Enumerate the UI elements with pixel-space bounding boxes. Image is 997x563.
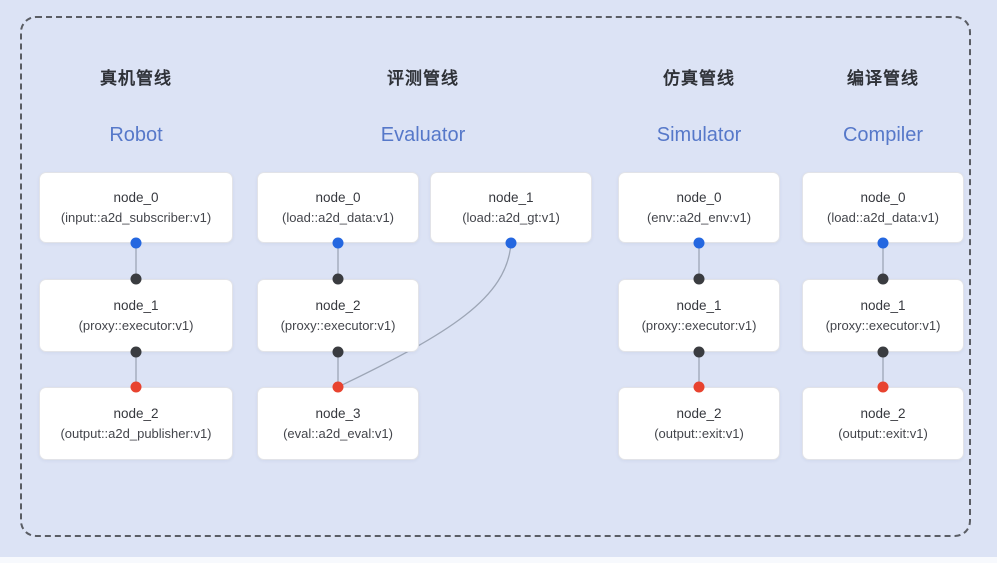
pipeline-evaluator-title-en: Evaluator bbox=[380, 124, 466, 146]
node-label: node_1 bbox=[488, 190, 534, 206]
node-sublabel: (load::a2d_data:v1) bbox=[281, 209, 395, 225]
node-sublabel: (proxy::executor:v1) bbox=[280, 317, 396, 333]
node-label: node_2 bbox=[676, 406, 722, 422]
node-label: node_2 bbox=[860, 406, 906, 422]
pipeline-compiler-title-en: Compiler bbox=[842, 124, 924, 146]
node-box-simulator-node_1: node_1(proxy::executor:v1) bbox=[618, 279, 780, 352]
node-sublabel: (input::a2d_subscriber:v1) bbox=[60, 209, 212, 225]
node-sublabel: (output::exit:v1) bbox=[838, 425, 928, 441]
node-sublabel: (proxy::executor:v1) bbox=[641, 317, 757, 333]
node-sublabel: (eval::a2d_eval:v1) bbox=[283, 425, 393, 441]
node-label: node_3 bbox=[315, 406, 361, 422]
node-box-robot-node_0: node_0(input::a2d_subscriber:v1) bbox=[39, 172, 233, 243]
node-box-evaluator-node_0: node_0(load::a2d_data:v1) bbox=[257, 172, 419, 243]
node-label: node_2 bbox=[315, 298, 361, 314]
node-label: node_0 bbox=[860, 190, 906, 206]
node-label: node_0 bbox=[113, 190, 159, 206]
node-box-evaluator-node_3: node_3(eval::a2d_eval:v1) bbox=[257, 387, 419, 460]
pipeline-evaluator-title-cn: 评测管线 bbox=[387, 69, 459, 88]
node-label: node_1 bbox=[860, 298, 906, 314]
node-label: node_1 bbox=[113, 298, 159, 314]
node-sublabel: (output::exit:v1) bbox=[654, 425, 744, 441]
node-box-compiler-node_2: node_2(output::exit:v1) bbox=[802, 387, 964, 460]
node-sublabel: (load::a2d_data:v1) bbox=[826, 209, 940, 225]
bottom-edge-strip bbox=[0, 557, 997, 563]
pipeline-robot-title-cn: 真机管线 bbox=[100, 69, 172, 88]
node-box-robot-node_1: node_1(proxy::executor:v1) bbox=[39, 279, 233, 352]
node-sublabel: (output::a2d_publisher:v1) bbox=[60, 425, 212, 441]
node-box-robot-node_2: node_2(output::a2d_publisher:v1) bbox=[39, 387, 233, 460]
node-label: node_1 bbox=[676, 298, 722, 314]
node-box-simulator-node_0: node_0(env::a2d_env:v1) bbox=[618, 172, 780, 243]
node-box-compiler-node_0: node_0(load::a2d_data:v1) bbox=[802, 172, 964, 243]
node-box-evaluator-node_1: node_1(load::a2d_gt:v1) bbox=[430, 172, 592, 243]
node-box-compiler-node_1: node_1(proxy::executor:v1) bbox=[802, 279, 964, 352]
node-box-evaluator-node_2: node_2(proxy::executor:v1) bbox=[257, 279, 419, 352]
node-sublabel: (env::a2d_env:v1) bbox=[646, 209, 752, 225]
node-box-simulator-node_2: node_2(output::exit:v1) bbox=[618, 387, 780, 460]
pipeline-compiler-title-cn: 编译管线 bbox=[847, 69, 919, 88]
node-label: node_2 bbox=[113, 406, 159, 422]
node-label: node_0 bbox=[676, 190, 722, 206]
node-label: node_0 bbox=[315, 190, 361, 206]
node-sublabel: (load::a2d_gt:v1) bbox=[462, 209, 560, 225]
node-sublabel: (proxy::executor:v1) bbox=[825, 317, 941, 333]
pipeline-simulator-title-en: Simulator bbox=[656, 124, 742, 146]
pipeline-robot-title-en: Robot bbox=[109, 124, 163, 146]
node-sublabel: (proxy::executor:v1) bbox=[78, 317, 194, 333]
pipeline-simulator-title-cn: 仿真管线 bbox=[663, 69, 735, 88]
